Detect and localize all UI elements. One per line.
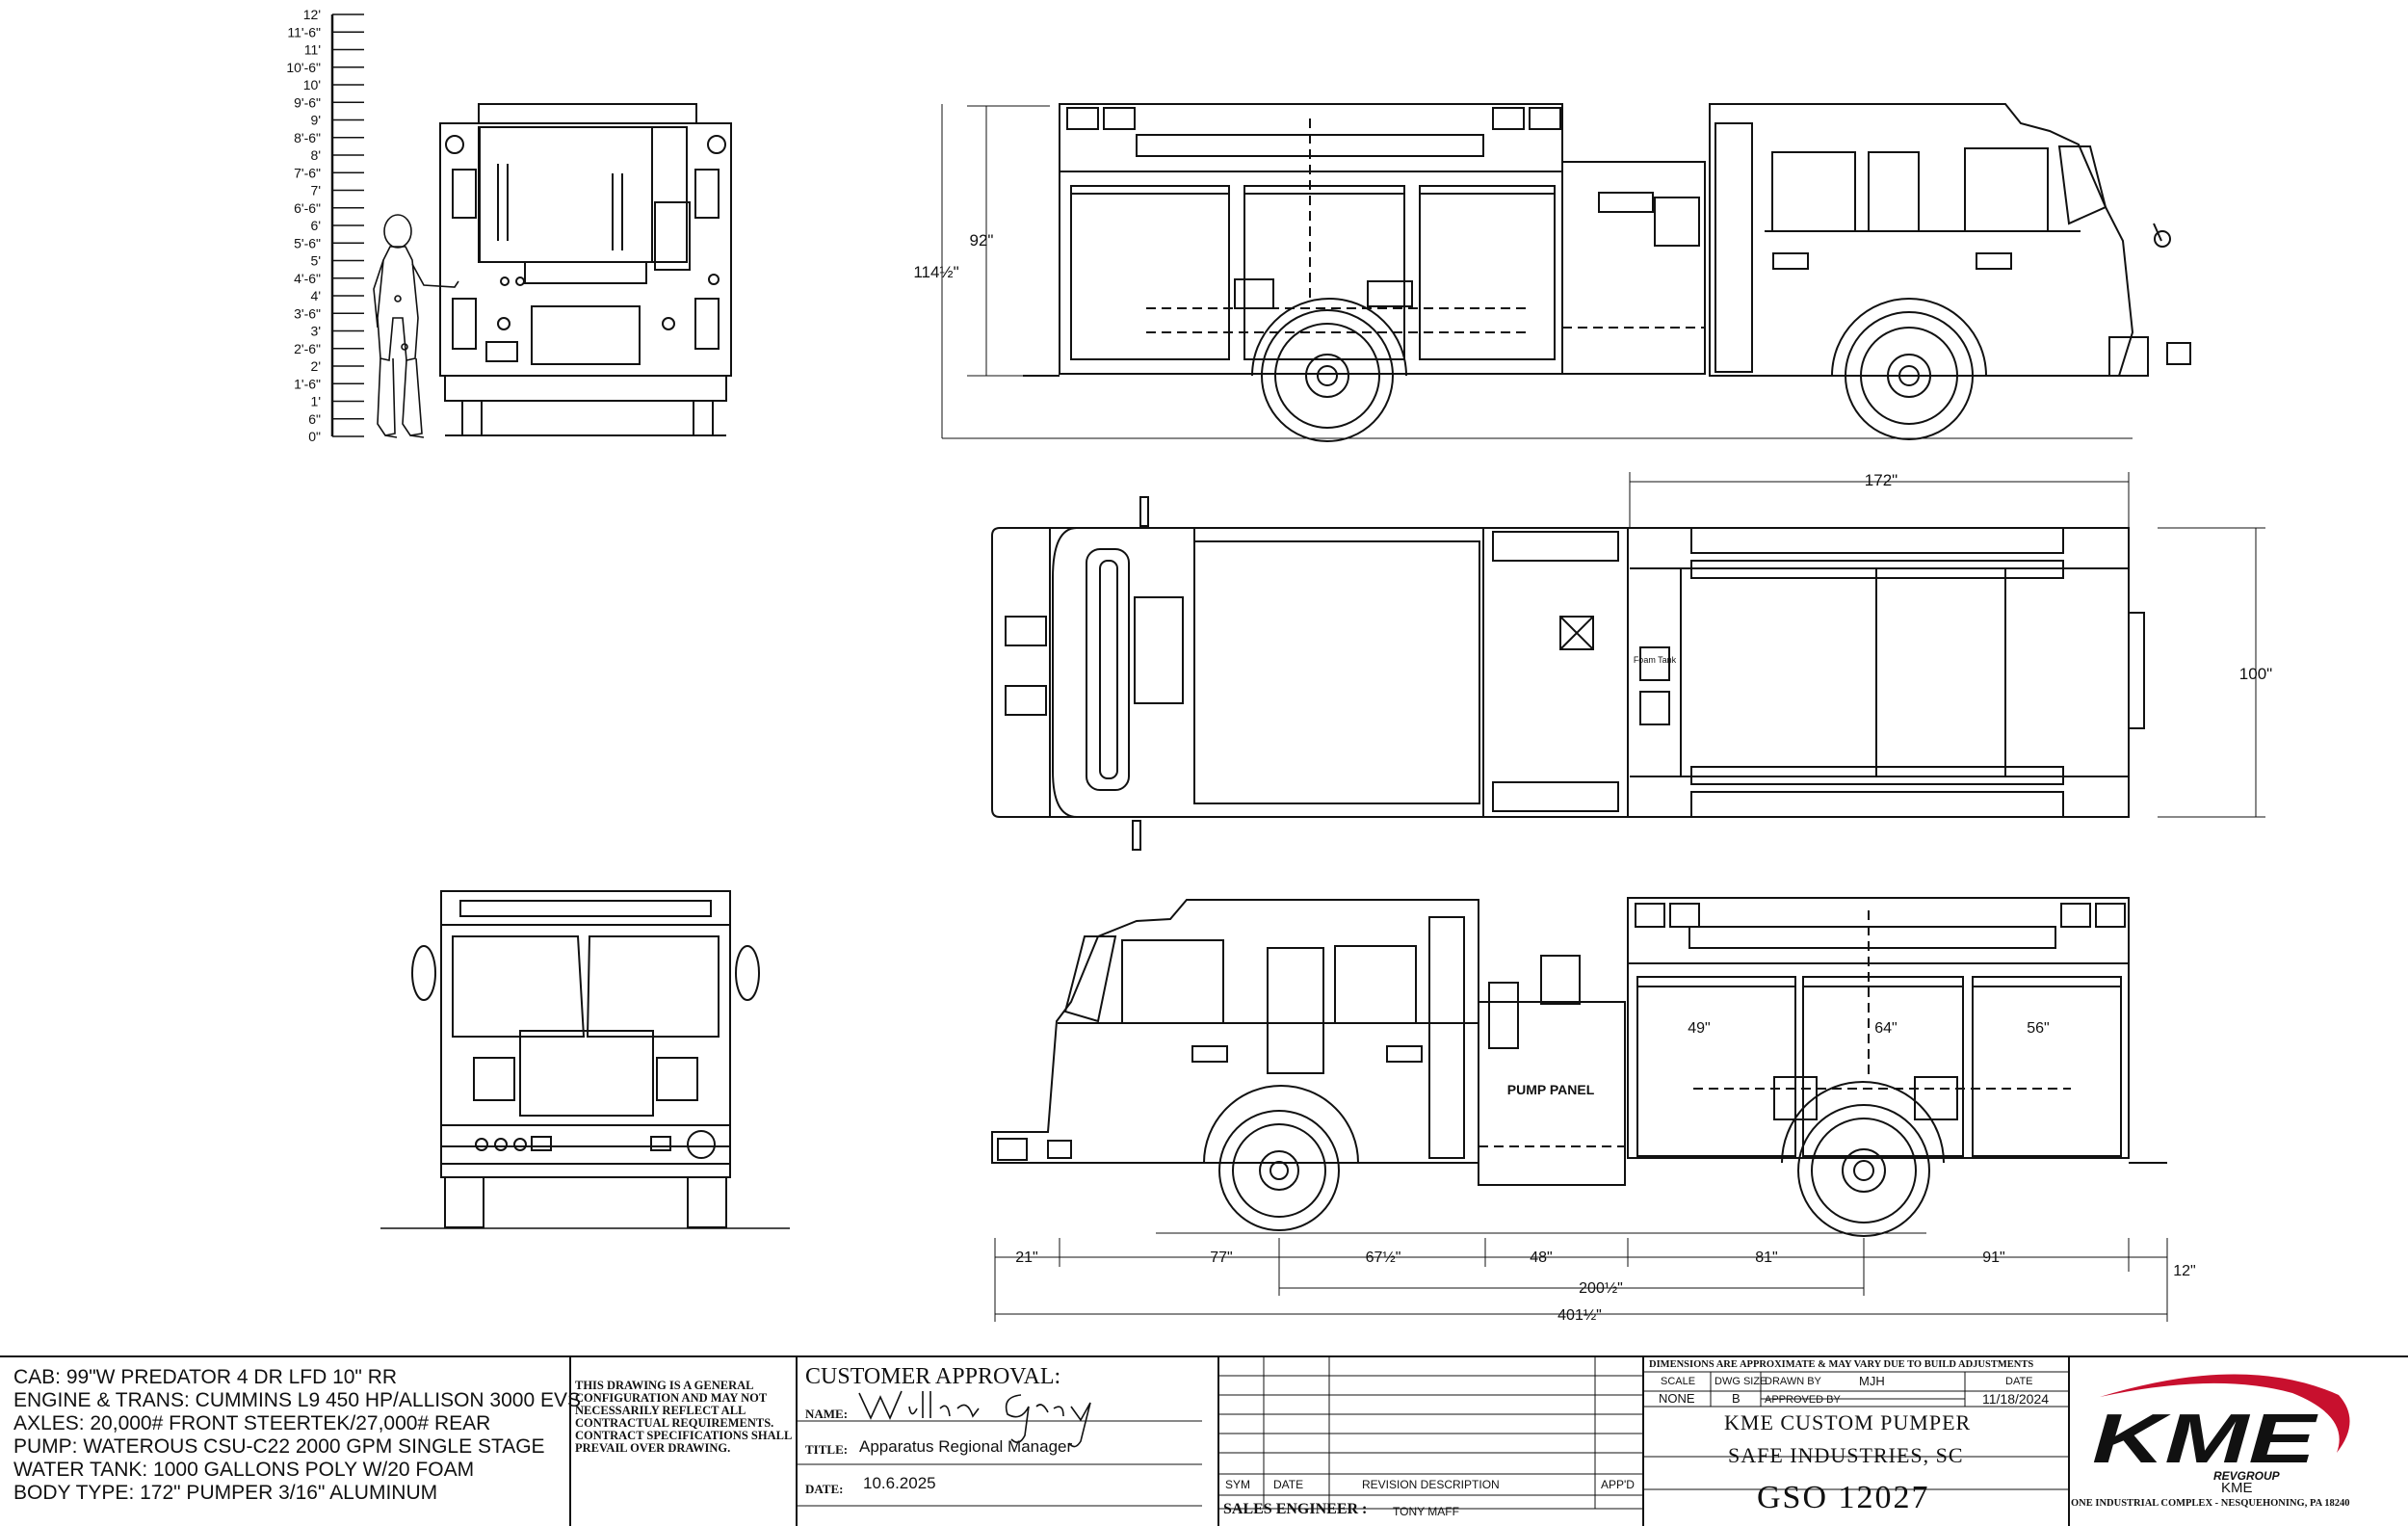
officer-side-view: PUMP PANEL 49" 64" 56": [991, 897, 2167, 1237]
side-wheel-front: [1831, 298, 1987, 440]
height-scale-label: 6': [311, 218, 321, 233]
height-scale-label: 0": [308, 429, 321, 444]
spec-water-tank: WATER TANK: 1000 GALLONS POLY W/20 FOAM: [13, 1459, 475, 1481]
dim-compartment-3: 56": [2027, 1020, 2049, 1037]
date-label: DATE: [2005, 1376, 2033, 1387]
dim-body-length-top: 172": [1865, 471, 1898, 489]
height-scale-label: 4'-6": [294, 271, 321, 286]
height-scale-label: 8'-6": [294, 130, 321, 145]
dim-77: 77": [1210, 1250, 1232, 1266]
approved-by-label: APPROVED BY: [1765, 1394, 1841, 1406]
dim-front-overhang: 21": [1015, 1250, 1037, 1266]
front-view: [380, 890, 790, 1229]
spec-cab: CAB: 99"W PREDATOR 4 DR LFD 10" RR: [13, 1366, 398, 1388]
height-scale-label: 2'-6": [294, 341, 321, 356]
height-scale-label: 1'-6": [294, 376, 321, 391]
customer-name: SAFE INDUSTRIES, SC: [1728, 1443, 1964, 1467]
height-scale-label: 3': [311, 324, 321, 339]
height-scale-label: 11'-6": [287, 24, 321, 39]
kme-logo: KME REVGROUP: [2092, 1374, 2350, 1483]
human-scale-figure: [373, 214, 459, 438]
dim-48: 48": [1530, 1250, 1552, 1266]
approval-date-label: DATE:: [805, 1482, 844, 1496]
height-scale-label: 3'-6": [294, 305, 321, 321]
dim-height-body: 92": [970, 231, 994, 250]
customer-signature: [858, 1390, 1091, 1448]
approval-heading: CUSTOMER APPROVAL:: [805, 1364, 1061, 1389]
spec-body-type: BODY TYPE: 172" PUMPER 3/16" ALUMINUM: [13, 1482, 438, 1504]
dim-91: 91": [1982, 1250, 2004, 1266]
spec-axles: AXLES: 20,000# FRONT STEERTEK/27,000# RE…: [13, 1412, 491, 1434]
spec-engine: ENGINE & TRANS: CUMMINS L9 450 HP/ALLISO…: [13, 1389, 581, 1411]
height-scale-label: 11': [304, 42, 321, 58]
side-wheel-rear-b: [1781, 1081, 1945, 1237]
side-wheel-rear: [1251, 298, 1407, 442]
height-scale: 12' 11'-6" 11' 10'-6" 10' 9'-6" 9' 8'-6" 8' 7'-6"…: [286, 7, 364, 444]
dim-height-overall: 114½": [913, 263, 958, 281]
foam-tank-label: Foam Tank: [1634, 655, 1677, 665]
height-scale-label: 1': [311, 394, 321, 409]
rev-date-header: DATE: [1273, 1478, 1304, 1491]
company-name: KME: [2221, 1480, 2253, 1496]
top-view: 172" 100" Foam Tank: [991, 471, 2272, 851]
sales-engineer-value: TONY MAFF: [1393, 1505, 1459, 1518]
dwg-size-label: DWG SIZE: [1714, 1376, 1767, 1387]
approval-title-value: Apparatus Regional Manager: [859, 1437, 1073, 1456]
kme-wordmark: KME: [2092, 1401, 2318, 1478]
date-value: 11/18/2024: [1982, 1391, 2050, 1407]
height-scale-label: 5': [311, 253, 321, 269]
length-dimension-lines: [994, 1238, 2168, 1322]
height-scale-label: 7'-6": [294, 165, 321, 180]
product-name: KME CUSTOM PUMPER: [1724, 1410, 1972, 1434]
height-dimension-lines: [941, 104, 1050, 438]
job-number: GSO 12027: [1757, 1480, 1930, 1515]
drawn-by-label: DRAWN BY: [1765, 1376, 1821, 1387]
rear-view: [439, 103, 732, 436]
dim-compartment-2: 64": [1874, 1020, 1897, 1037]
drawing-disclaimer: THIS DRAWING IS A GENERAL CONFIGURATION …: [575, 1379, 792, 1455]
dim-overall-length: 401½": [1557, 1307, 1602, 1324]
revgroup-mark: REVGROUP: [2213, 1469, 2281, 1483]
height-scale-label: 2': [311, 358, 321, 374]
sales-engineer-label: SALES ENGINEER :: [1223, 1501, 1368, 1517]
approval-date-value: 10.6.2025: [863, 1474, 936, 1492]
title-block-frame: [0, 1355, 2408, 1526]
rev-description-header: REVISION DESCRIPTION: [1362, 1478, 1500, 1491]
height-scale-label: 5'-6": [294, 235, 321, 250]
height-scale-label: 10'-6": [286, 60, 321, 75]
height-scale-label: 9': [311, 113, 321, 128]
height-scale-label: 8': [311, 147, 321, 163]
approval-name-label: NAME:: [805, 1407, 849, 1421]
company-address: ONE INDUSTRIAL COMPLEX - NESQUEHONING, P…: [2071, 1498, 2350, 1509]
rev-appd-header: APP'D: [1601, 1478, 1635, 1491]
drawn-by-value: MJH: [1859, 1374, 1885, 1388]
dim-width: 100": [2239, 665, 2272, 683]
spec-pump: PUMP: WATEROUS CSU-C22 2000 GPM SINGLE S…: [13, 1435, 545, 1458]
scale-label: SCALE: [1661, 1376, 1696, 1387]
driver-side-view: 92" 114½": [913, 103, 2191, 442]
height-scale-label: 6'-6": [294, 200, 321, 216]
height-scale-label: 10': [303, 77, 321, 92]
dim-67-half: 67½": [1366, 1250, 1401, 1266]
dwg-size-value: B: [1732, 1391, 1741, 1406]
dim-compartment-1: 49": [1688, 1020, 1710, 1037]
approval-title-label: TITLE:: [805, 1442, 849, 1457]
pump-panel-label: PUMP PANEL: [1507, 1082, 1595, 1097]
height-scale-labels: 12' 11'-6" 11' 10'-6" 10' 9'-6" 9' 8'-6" 8' 7'-6"…: [286, 7, 321, 444]
height-scale-label: 4': [311, 288, 321, 303]
height-scale-ticks: [332, 13, 364, 437]
top-dimension-lines: [1629, 472, 2265, 818]
scale-value: NONE: [1659, 1391, 1695, 1406]
dimensions-note: DIMENSIONS ARE APPROXIMATE & MAY VARY DU…: [1649, 1359, 2034, 1370]
height-scale-label: 12': [303, 7, 321, 22]
height-scale-label: 9'-6": [294, 94, 321, 110]
height-scale-label: 6": [308, 411, 321, 427]
dim-rear-overhang: 12": [2173, 1263, 2195, 1279]
dim-81: 81": [1755, 1250, 1777, 1266]
height-scale-label: 7': [311, 183, 321, 198]
dim-wheelbase: 200½": [1579, 1280, 1623, 1297]
side-wheel-front-b: [1203, 1085, 1359, 1231]
rev-sym-header: SYM: [1225, 1478, 1251, 1491]
